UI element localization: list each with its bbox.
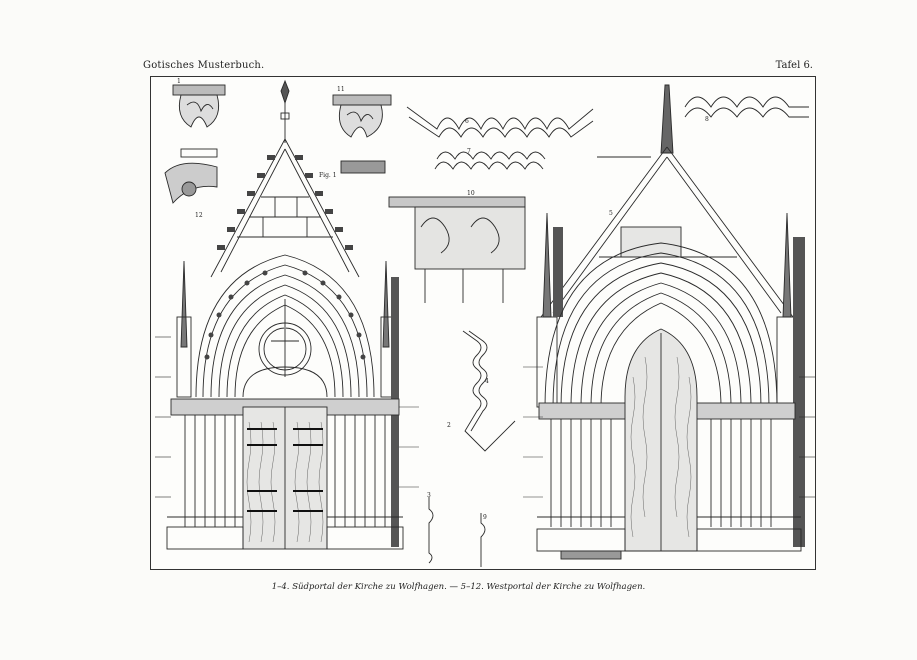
fig-number-6: 6 bbox=[465, 118, 469, 125]
fig-number-11: 11 bbox=[337, 86, 345, 93]
pier-plan-profiles bbox=[428, 330, 516, 567]
book-title: Gotisches Musterbuch. bbox=[143, 60, 265, 71]
fig-number-12: 12 bbox=[195, 212, 203, 219]
fig-number-10: 10 bbox=[467, 190, 475, 197]
fig-number-fig1: Fig. 1 bbox=[319, 172, 337, 179]
west-portal-drawing bbox=[523, 84, 815, 560]
capital-details bbox=[164, 84, 392, 204]
fig-number-5: 5 bbox=[609, 210, 613, 217]
fig-number-1: 1 bbox=[177, 78, 181, 85]
fig-number-9: 9 bbox=[483, 514, 487, 521]
plate-number: Tafel 6. bbox=[775, 60, 813, 71]
south-portal-drawing bbox=[155, 79, 419, 550]
plate-caption: 1–4. Südportal der Kirche zu Wolfhagen. … bbox=[271, 582, 646, 592]
fig-number-2: 2 bbox=[447, 422, 451, 429]
engraving-drawing: 1 12 11 Fig. 1 6 7 8 10 4 3 9 5 2 bbox=[155, 78, 815, 567]
fig-number-8: 8 bbox=[705, 116, 709, 123]
fig-number-7: 7 bbox=[467, 148, 471, 155]
fig-number-3: 3 bbox=[427, 492, 431, 499]
moulding-profiles bbox=[388, 96, 809, 303]
fig-number-4: 4 bbox=[485, 378, 489, 385]
engraving-plate: 1 12 11 Fig. 1 6 7 8 10 4 3 9 5 2 bbox=[150, 76, 816, 570]
